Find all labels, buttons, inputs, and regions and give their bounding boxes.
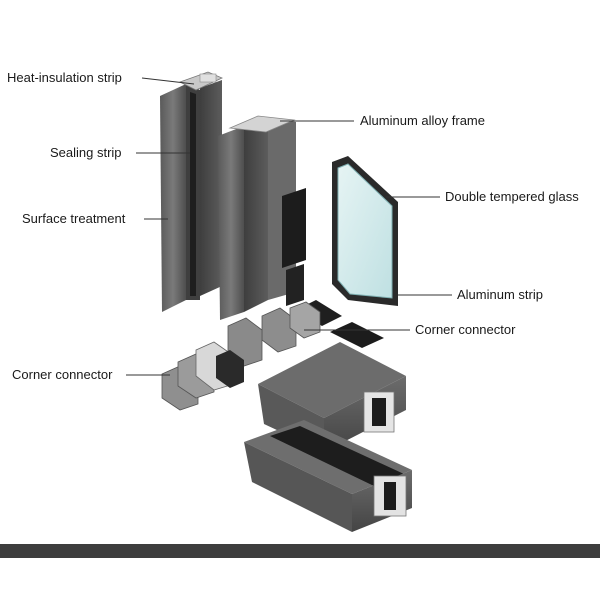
corner-connector-cluster-left — [161, 341, 244, 411]
label-surface-treatment: Surface treatment — [22, 211, 126, 226]
leader-lines — [126, 77, 452, 376]
connector-g — [216, 350, 244, 388]
middle-profile-top — [228, 115, 296, 133]
lower-profile-end-insulation — [384, 482, 396, 510]
gasket-piece-small — [286, 264, 304, 306]
connector-b — [289, 301, 321, 339]
middle-profile-face — [218, 126, 244, 320]
lower-profile-inner-line — [270, 426, 404, 486]
profile-cap-detail — [199, 73, 217, 83]
lower-profile-left-face — [244, 442, 352, 532]
left-profile-back — [200, 80, 222, 296]
left-profile-face — [160, 84, 186, 312]
label-sealing-strip: Sealing strip — [50, 145, 122, 160]
bottom-bar — [0, 544, 600, 558]
upper-profile-top — [258, 342, 406, 418]
corner-plate-2 — [330, 322, 384, 348]
leader-heat-insulation — [141, 77, 195, 85]
label-corner-connector-right: Corner connector — [415, 322, 516, 337]
label-double-tempered-glass: Double tempered glass — [445, 189, 579, 204]
lower-horizontal-profile — [244, 420, 412, 532]
middle-profile-group — [218, 115, 306, 320]
glass-unit — [332, 156, 398, 306]
corner-connector-cluster-right — [227, 301, 321, 367]
label-heat-insulation-strip: Heat-insulation strip — [7, 70, 122, 85]
label-aluminum-alloy-frame: Aluminum alloy frame — [360, 113, 485, 128]
gasket-piece — [282, 188, 306, 268]
sealing-strip-piece — [190, 92, 196, 296]
label-corner-connector-left: Corner connector — [12, 367, 113, 382]
glass-pane — [337, 163, 393, 299]
upper-profile-end-insulation — [372, 398, 386, 426]
left-profile-group — [160, 71, 223, 312]
label-aluminum-strip: Aluminum strip — [457, 287, 543, 302]
middle-profile-side — [244, 118, 268, 312]
